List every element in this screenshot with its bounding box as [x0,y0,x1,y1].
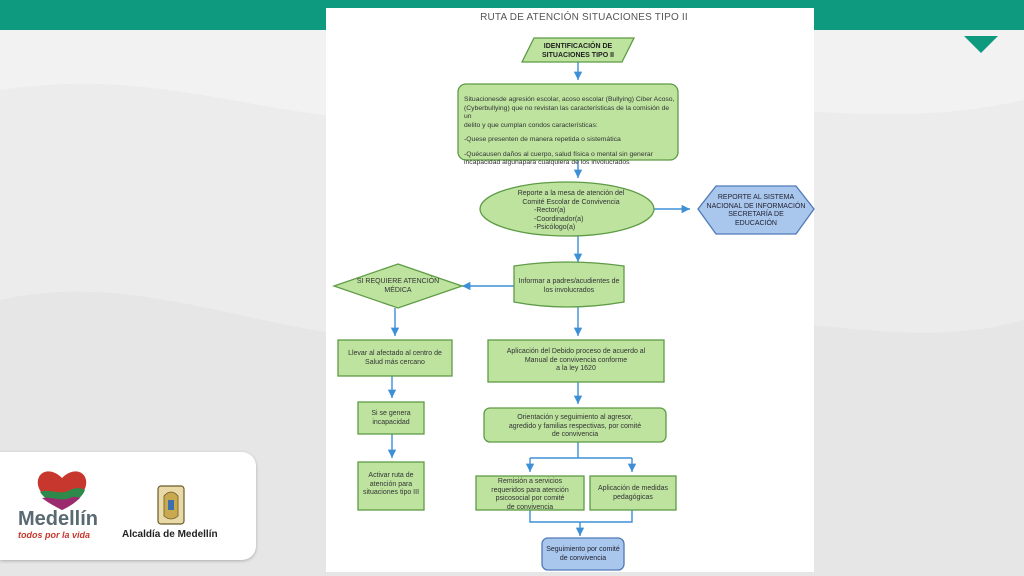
node-activar-text: Activar ruta de atención para situacione… [362,472,420,496]
node-activar-shape [357,461,425,511]
node-remision-text: Remisión a servicios requeridos para ate… [491,478,569,511]
node-remision-shape [475,475,585,511]
node-incapacidad-shape [357,401,425,435]
node-orientacion-text: Orientación y seguimiento al agresor, ag… [508,414,642,438]
node-informar-shape [513,261,625,308]
medellin-tagline: todos por la vida [18,530,91,540]
alcaldia-wordmark: Alcaldía de Medellín [122,529,218,540]
arrow-merge [529,510,633,536]
medellin-wordmark: Medellín [18,508,99,530]
node-reporte-sistema-shape [697,185,815,235]
node-situaciones-text: Situacionesde agresión escolar, acoso es… [464,96,675,166]
node-medidas-text: Aplicación de medidas pedagógicas [597,485,669,501]
node-medidas-shape [589,475,677,511]
node-llevar-text: Llevar al afectado al centro de Salud má… [348,350,442,366]
node-situaciones-shape [457,83,679,161]
corner-triangle [964,36,998,53]
node-orientacion-shape [483,407,667,443]
node-reporte-mesa-shape [479,181,655,237]
node-debido-text: Aplicación del Debido proceso de acuerdo… [506,348,646,372]
node-requiere-text: SI REQUIERE ATENCIÓN MÉDICA [356,278,440,294]
node-identificacion-shape [520,37,636,63]
node-seguimiento-shape [541,537,625,571]
node-requiere-shape [332,263,464,309]
alcaldia-seal-logo [157,485,185,525]
arrow-orientacion-split [530,442,632,459]
node-reporte-mesa-text: Reporte a la mesa de atención del Comité… [517,190,625,231]
node-informar-text: Informar a padres/acudientes de los invo… [518,278,620,294]
logo-card [0,452,256,560]
node-seguimiento-text: Seguimiento por comité de convivencia [546,546,620,562]
node-incapacidad-text: Si se genera incapacidad [371,410,411,426]
medellin-heart-logo [37,471,87,510]
node-identificacion-text: IDENTIFICACIÓN DE SITUACIONES TIPO II [542,43,614,59]
node-reporte-sistema-text: REPORTE AL SISTEMA NACIONAL DE INFORMACI… [706,194,806,227]
page-title: RUTA DE ATENCIÓN SITUACIONES TIPO II [480,12,688,23]
node-debido-shape [487,339,665,383]
node-llevar-shape [337,339,453,377]
